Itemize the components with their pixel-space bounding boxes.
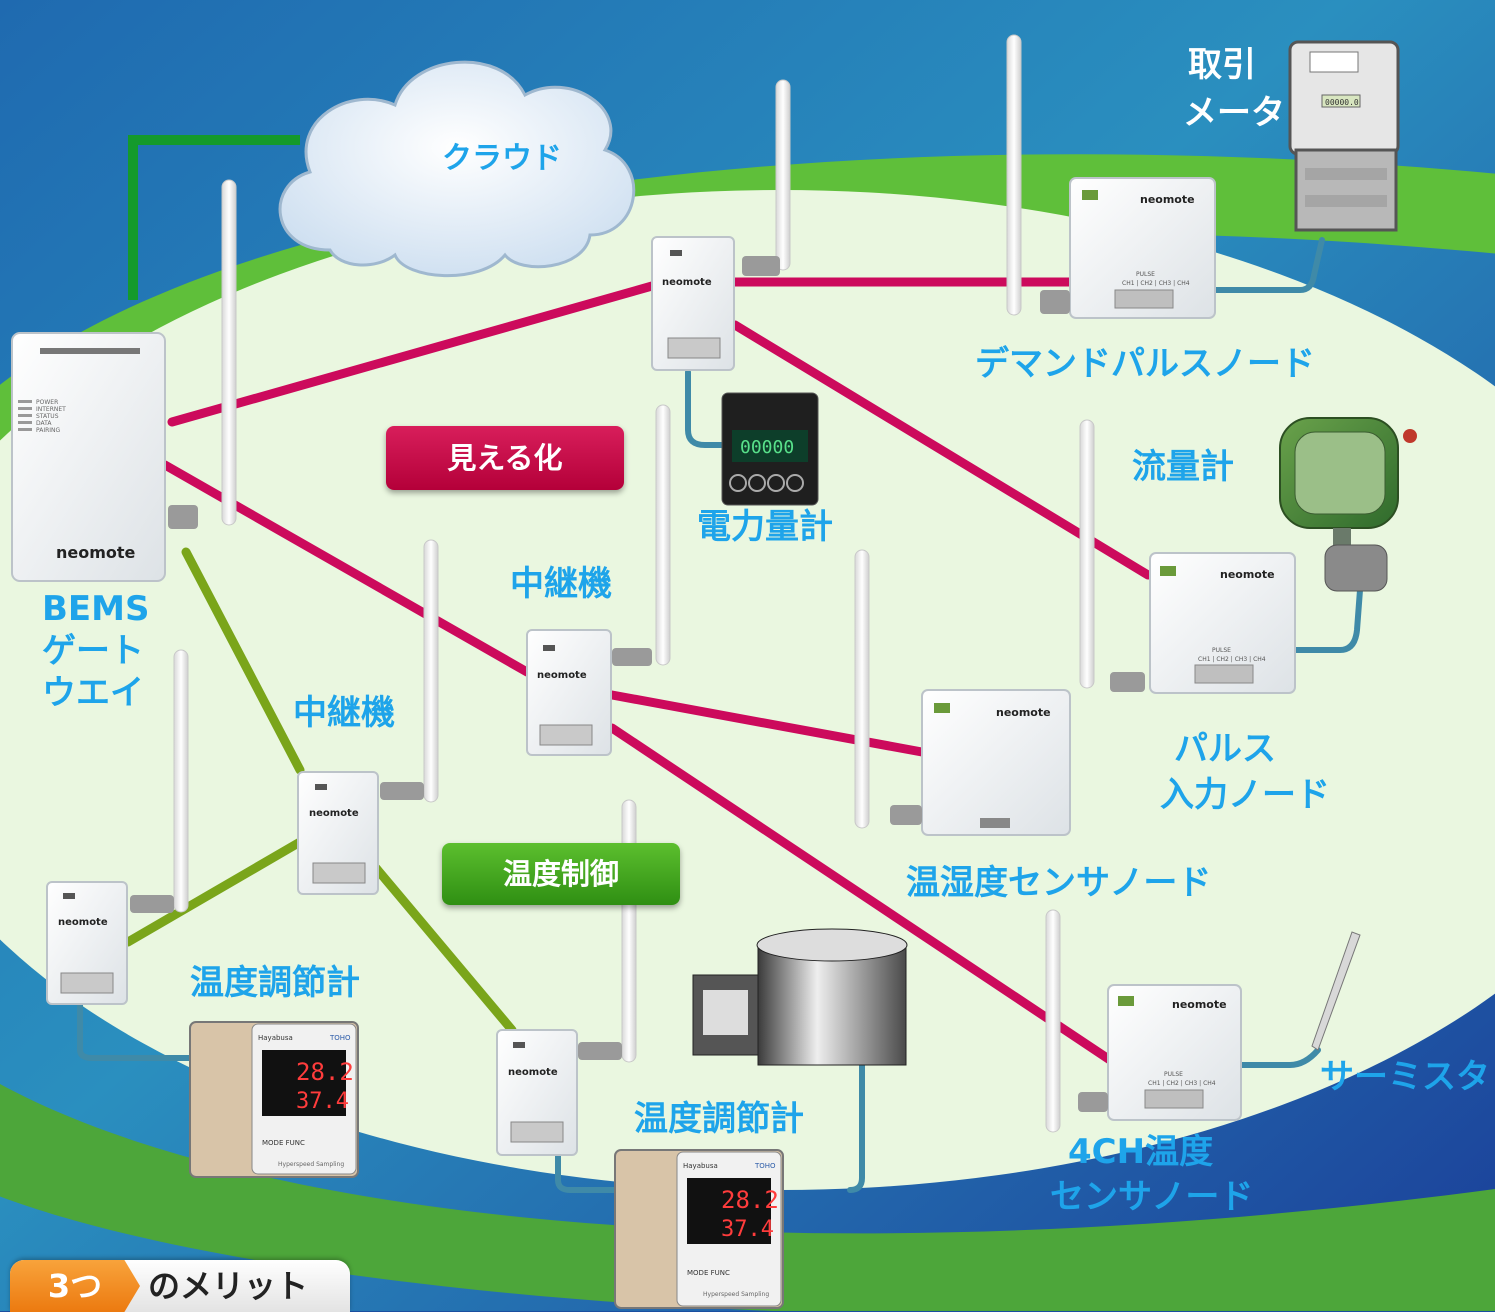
device-brand-logo: neomote bbox=[58, 917, 108, 928]
temperature-control-button[interactable]: 温度制御 bbox=[442, 843, 680, 905]
demand-pulse-node-label: デマンドパルスノード bbox=[975, 344, 1315, 384]
indicator-data: DATA bbox=[36, 420, 52, 427]
indicator-internet: INTERNET bbox=[36, 406, 66, 413]
cloud-icon bbox=[278, 60, 636, 278]
controller-pv: 28.2 bbox=[296, 1058, 354, 1086]
pulse-channels: CH1 | CH2 | CH3 | CH4 bbox=[1122, 280, 1190, 287]
thermistor-probe-icon bbox=[1311, 931, 1361, 1051]
wireless-links bbox=[160, 277, 1153, 1065]
pulse-label: PULSE bbox=[1212, 647, 1231, 654]
flow-meter-device bbox=[1279, 417, 1417, 592]
merits-tab[interactable]: 3つ のメリット bbox=[10, 1260, 350, 1312]
indicator-status: STATUS bbox=[36, 413, 59, 420]
ch4-node-label-2: センサノード bbox=[1050, 1177, 1254, 1217]
trading-meter-label-1: 取引 bbox=[1188, 45, 1256, 85]
demand-pulse-node-device: neomote PULSE CH1 | CH2 | CH3 | CH4 bbox=[1006, 34, 1216, 319]
wired-cables bbox=[77, 237, 1363, 1193]
power-meter-display: 00000 bbox=[740, 437, 794, 458]
controller-mode-label: MODE FUNC bbox=[262, 1139, 305, 1147]
network-area bbox=[0, 190, 1495, 1190]
trading-meter-device: 00000.0 bbox=[1288, 40, 1400, 232]
cloud-link bbox=[128, 135, 300, 300]
temp-humidity-node-label: 温湿度センサノード bbox=[906, 863, 1212, 903]
indicator-power: POWER bbox=[36, 399, 58, 406]
pulse-channels: CH1 | CH2 | CH3 | CH4 bbox=[1198, 656, 1266, 663]
ch4-temp-sensor-node-device: neomote PULSE CH1 | CH2 | CH3 | CH4 bbox=[1045, 909, 1242, 1133]
pulse-channels: CH1 | CH2 | CH3 | CH4 bbox=[1148, 1080, 1216, 1087]
relay-device-center: neomote bbox=[526, 404, 671, 756]
device-brand-logo: neomote bbox=[662, 277, 712, 288]
temp-controller-left-device: Hayabusa TOHO 28.2 37.4 MODE FUNC Hypers… bbox=[189, 1021, 359, 1178]
temp-controller-node-left: neomote bbox=[46, 649, 189, 1005]
controller-sv: 37.4 bbox=[296, 1089, 349, 1114]
controller-sv: 37.4 bbox=[721, 1217, 774, 1242]
pulse-label: PULSE bbox=[1164, 1071, 1183, 1078]
device-brand-logo: neomote bbox=[1220, 568, 1275, 581]
controller-brand: Hayabusa bbox=[258, 1034, 293, 1042]
bems-gateway-device: POWER INTERNET STATUS DATA PAIRING neomo… bbox=[11, 179, 237, 582]
temp-controller-label-center: 温度調節計 bbox=[634, 1099, 804, 1139]
device-brand-logo: neomote bbox=[1172, 998, 1227, 1011]
relay-label-center: 中継機 bbox=[510, 564, 612, 604]
temp-controller-label-left: 温度調節計 bbox=[190, 963, 360, 1003]
device-brand-logo: neomote bbox=[1140, 193, 1195, 206]
pulse-input-node-device: neomote PULSE CH1 | CH2 | CH3 | CH4 bbox=[1079, 419, 1296, 694]
ch4-node-label-1: 4CH温度 bbox=[1068, 1132, 1214, 1172]
temp-humidity-node-device: neomote bbox=[854, 549, 1071, 836]
pulse-label: PULSE bbox=[1136, 271, 1155, 278]
controller-brand: Hayabusa bbox=[683, 1162, 718, 1170]
controller-maker: TOHO bbox=[329, 1034, 351, 1042]
vessel-device bbox=[692, 928, 908, 1066]
controller-footer: Hyperspeed Sampling bbox=[278, 1161, 344, 1168]
relay-label-left: 中継機 bbox=[293, 693, 395, 733]
relay-device-left: neomote bbox=[297, 539, 439, 895]
pulse-input-label-2: 入力ノード bbox=[1160, 775, 1330, 815]
indicator-pairing: PAIRING bbox=[36, 427, 61, 434]
controller-footer: Hyperspeed Sampling bbox=[703, 1291, 769, 1298]
meter-display: 00000.0 bbox=[1325, 98, 1359, 107]
device-brand-logo: neomote bbox=[996, 706, 1051, 719]
gateway-label-1: BEMS bbox=[42, 589, 150, 629]
merits-tab-text: のメリット bbox=[148, 1267, 309, 1305]
control-links bbox=[123, 547, 517, 1035]
gateway-label-2: ゲート bbox=[42, 631, 144, 671]
device-brand-logo: neomote bbox=[537, 670, 587, 681]
gateway-brand-logo: neomote bbox=[56, 543, 136, 562]
temp-controller-center-device: Hayabusa TOHO 28.2 37.4 MODE FUNC Hypers… bbox=[614, 1149, 784, 1309]
thermistor-label: サーミスタ bbox=[1320, 1057, 1490, 1097]
device-brand-logo: neomote bbox=[508, 1067, 558, 1078]
power-meter-device: 00000 bbox=[721, 392, 819, 506]
controller-pv: 28.2 bbox=[721, 1186, 779, 1214]
controller-maker: TOHO bbox=[754, 1162, 776, 1170]
trading-meter-label-2: メータ bbox=[1183, 93, 1285, 133]
merits-tab-number: 3つ bbox=[10, 1260, 140, 1312]
visualization-button[interactable]: 見える化 bbox=[386, 426, 624, 490]
green-band-bottom bbox=[0, 1083, 1495, 1311]
cloud-label: クラウド bbox=[442, 141, 562, 176]
relay-device-power: neomote bbox=[651, 79, 791, 371]
flow-meter-label: 流量計 bbox=[1132, 447, 1234, 487]
gateway-label-3: ウエイ bbox=[42, 673, 144, 713]
pulse-input-label-1: パルス bbox=[1174, 729, 1276, 769]
device-brand-logo: neomote bbox=[309, 808, 359, 819]
controller-mode-label: MODE FUNC bbox=[687, 1269, 730, 1277]
power-meter-label: 電力量計 bbox=[697, 507, 833, 547]
